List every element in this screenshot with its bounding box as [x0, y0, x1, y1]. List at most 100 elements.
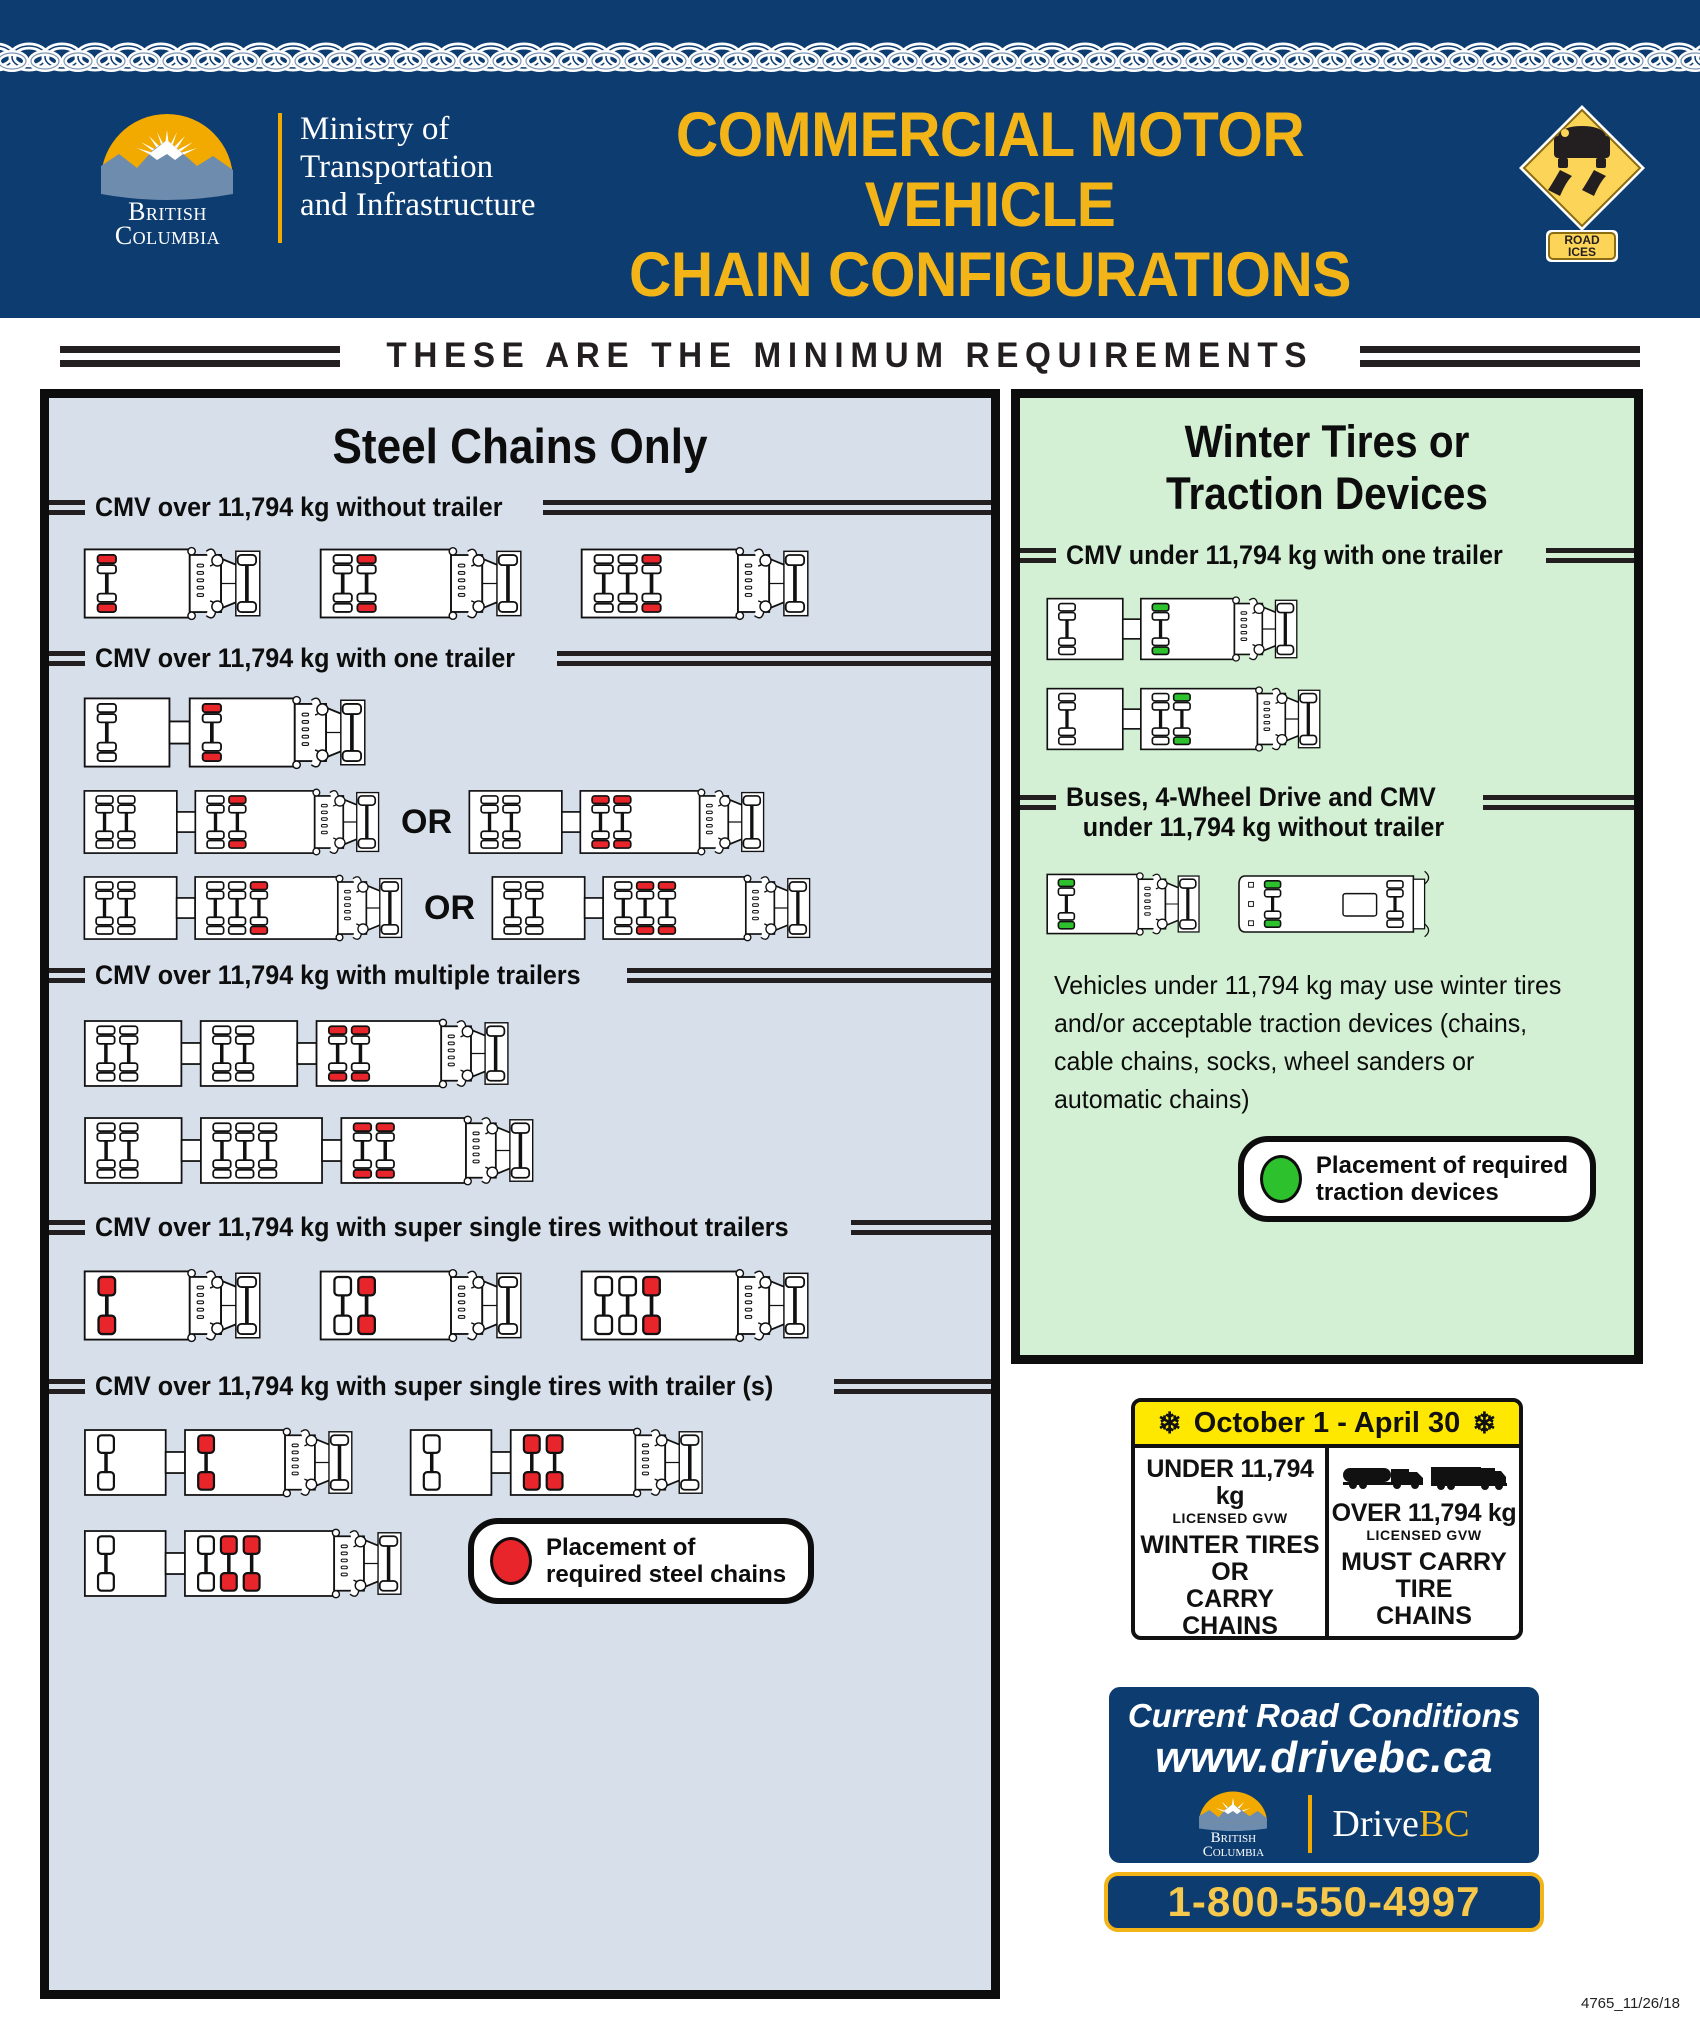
winter-tires-panel: Winter Tires or Traction Devices CMV und… [1011, 389, 1643, 1364]
legend-line2: traction devices [1315, 1179, 1499, 1206]
section-label: CMV over 11,794 kg with multiple trailer… [95, 960, 581, 990]
season-requirement-sign: ❄ October 1 - April 30 ❄ [1131, 1398, 1523, 1640]
legend-text: Placement of required steel chains [546, 1534, 786, 1588]
section-label-line2: under 11,794 kg without trailer [1082, 812, 1445, 842]
winter-tires-title-line2: Traction Devices [1166, 468, 1488, 519]
snowflake-icon-right: ❄ [1472, 1407, 1497, 1440]
ministry-line-2: Transportation [300, 149, 494, 185]
drivebc-sign[interactable]: Current Road Conditions www.drivebc.ca B… [1104, 1682, 1544, 1868]
section-label: CMV over 11,794 kg with super single tir… [95, 1371, 774, 1401]
section-label-line1: Buses, 4-Wheel Drive and CMV [1066, 782, 1436, 812]
bc-wordmark-small-line2: Columbia [1202, 1844, 1265, 1860]
diagram-group [81, 1524, 410, 1608]
tanker-and-semi-icon [1343, 1467, 1507, 1490]
winter-tires-panel-title: Winter Tires or Traction Devices [1051, 398, 1604, 520]
section-head-super-single-trailer: CMV over 11,794 kg with super single tir… [49, 1371, 991, 1401]
season-under-weight: UNDER 11,794 kg [1146, 1455, 1314, 1510]
diagram-row-one-trailer-c: OR [49, 860, 991, 946]
road-ices-line2: ICES [1568, 245, 1596, 259]
diagram-row-no-trailer [49, 526, 991, 629]
diagram-row-green-b [1020, 666, 1634, 756]
season-over-weight: OVER 11,794 kg [1331, 1499, 1517, 1527]
section-label: Buses, 4-Wheel Drive and CMV under 11,79… [1066, 782, 1444, 842]
bc-wordmark-small-line1: British [1210, 1830, 1257, 1846]
bc-logo: British Columbia [75, 110, 260, 250]
minimum-requirements-banner: THESE ARE THE MINIMUM REQUIREMENTS [0, 325, 1700, 387]
drivebc-brand-bc: BC [1418, 1803, 1470, 1845]
diagram-row-multi-a [49, 994, 991, 1093]
bc-logo-small: British Columbia [1178, 1789, 1288, 1860]
season-dates: October 1 - April 30 [1193, 1406, 1461, 1439]
section-head-one-trailer: CMV over 11,794 kg with one trailer [49, 643, 991, 673]
section-head-under-one-trailer: CMV under 11,794 kg with one trailer [1020, 540, 1634, 570]
section-label: CMV over 11,794 kg with super single tir… [95, 1212, 789, 1242]
section-head-super-single-no-trailer: CMV over 11,794 kg with super single tir… [49, 1212, 991, 1242]
bc-wordmark-small: British Columbia [1178, 1830, 1288, 1860]
or-label: OR [424, 888, 475, 927]
season-over-req-3: CHAINS [1376, 1602, 1472, 1630]
traction-note: Vehicles under 11,794 kg may use winter … [1054, 970, 1562, 1114]
legend-text: Placement of required traction devices [1316, 1152, 1568, 1206]
banner-rules-left [60, 339, 341, 374]
banner-text: THESE ARE THE MINIMUM REQUIREMENTS [386, 336, 1314, 375]
winter-tires-title-line1: Winter Tires or [1184, 416, 1470, 467]
legend-color-dot [490, 1537, 532, 1585]
diagram-row-one-trailer-a [49, 677, 991, 774]
steel-chains-panel: Steel Chains Only CMV over 11,794 kg wit… [40, 389, 1000, 1999]
diagram-row-ss-trailer-b: Placement of required steel chains [49, 1502, 991, 1608]
ministry-line-1: Ministry of [300, 111, 450, 147]
skidding-car-icon [1548, 126, 1610, 196]
snowflake-icon-left: ❄ [1157, 1407, 1182, 1440]
diagram-row-green-a [1020, 574, 1634, 666]
bc-wordmark-line2: Columbia [114, 221, 221, 250]
section-head-without-trailer: CMV over 11,794 kg without trailer [49, 492, 991, 522]
drivebc-heading: Current Road Conditions [1127, 1697, 1521, 1734]
diagram-row-super-single [49, 1246, 991, 1347]
bc-wordmark: British Columbia [75, 197, 260, 250]
season-over-req-2: TIRE [1395, 1575, 1453, 1603]
season-over-gvw: LICENSED GVW [1366, 1527, 1482, 1543]
header-divider [278, 113, 282, 243]
section-head-multiple-trailers: CMV over 11,794 kg with multiple trailer… [49, 960, 991, 990]
legend-line2: required steel chains [546, 1561, 787, 1588]
drivebc-url[interactable]: www.drivebc.ca [1155, 1733, 1493, 1782]
drivebc-phone[interactable]: 1-800-550-4997 [1104, 1872, 1544, 1932]
season-half-over: OVER 11,794 kg LICENSED GVW MUST CARRY T… [1329, 1448, 1519, 1636]
diagram-row-buses [1020, 846, 1634, 940]
traction-legend: Placement of required traction devices [1237, 1136, 1596, 1222]
drivebc-brand-drive: Drive [1332, 1803, 1419, 1845]
page-title-line2: CHAIN CONFIGURATIONS [629, 240, 1351, 310]
diagram-row-one-trailer-b: OR [49, 774, 991, 860]
road-ices-line1: ROAD [1564, 233, 1600, 247]
banner-rules-right [1359, 339, 1640, 374]
season-under-req-2: OR [1211, 1558, 1249, 1586]
page-title: COMMERCIAL MOTOR VEHICLE CHAIN CONFIGURA… [572, 100, 1409, 310]
road-ices-sign: ROAD ICES [1512, 100, 1652, 265]
section-head-buses: Buses, 4-Wheel Drive and CMV under 11,79… [1020, 782, 1634, 842]
steel-chain-legend: Placement of required steel chains [468, 1518, 815, 1604]
section-label: CMV under 11,794 kg with one trailer [1066, 540, 1503, 570]
ministry-line-3: and Infrastructure [300, 187, 536, 223]
document-id: 4765_11/26/18 [1581, 1995, 1680, 2012]
or-label: OR [401, 802, 452, 841]
ministry-name: Ministry of Transportation and Infrastru… [300, 110, 580, 224]
legend-line1: Placement of [546, 1534, 696, 1561]
drivebc-divider [1308, 1795, 1313, 1853]
chain-border-decoration [0, 30, 1700, 72]
diagram-row-ss-trailer-a [49, 1405, 991, 1502]
bc-wordmark-line1: British [128, 197, 207, 226]
legend-color-dot [1259, 1155, 1302, 1203]
page-header: British Columbia Ministry of Transportat… [0, 0, 1700, 318]
season-half-under: UNDER 11,794 kg LICENSED GVW WINTER TIRE… [1135, 1448, 1329, 1640]
drivebc-brand: DriveBC [1332, 1802, 1469, 1846]
season-under-req-3: CARRY CHAINS [1182, 1585, 1278, 1640]
steel-chains-panel-title: Steel Chains Only [332, 420, 708, 474]
season-under-gvw: LICENSED GVW [1172, 1510, 1288, 1526]
season-band: ❄ October 1 - April 30 ❄ [1135, 1402, 1519, 1448]
section-label: CMV over 11,794 kg without trailer [95, 492, 503, 522]
season-over-req-1: MUST CARRY [1341, 1548, 1507, 1576]
season-under-req-1: WINTER TIRES [1140, 1531, 1320, 1559]
diagram-row-multi-b [49, 1093, 991, 1190]
page-title-line1: COMMERCIAL MOTOR VEHICLE [675, 100, 1305, 240]
section-label: CMV over 11,794 kg with one trailer [95, 643, 516, 673]
